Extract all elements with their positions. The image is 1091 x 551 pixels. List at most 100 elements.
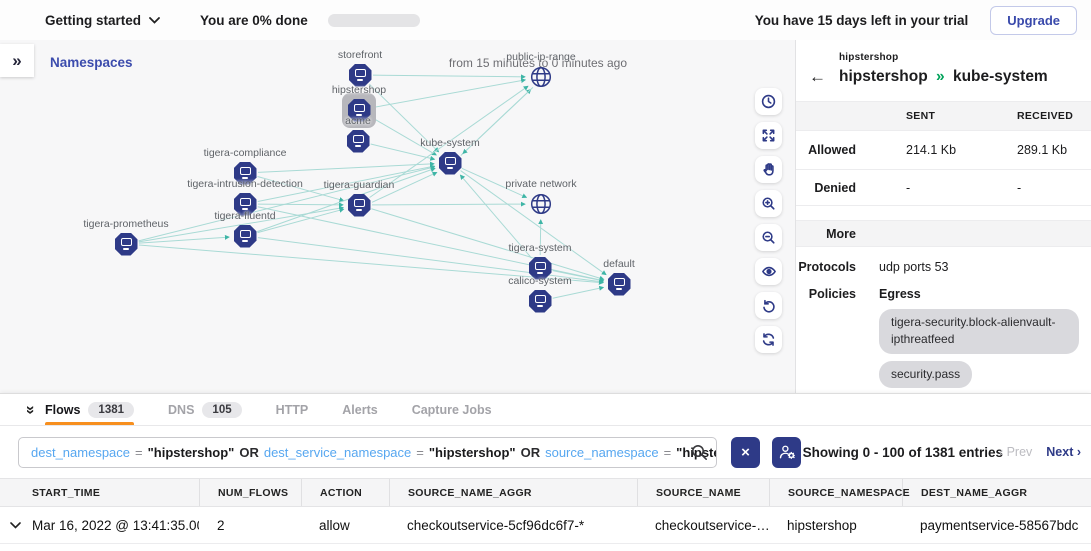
flows-table-body: Mar 16, 2022 @ 13:41:35.000 2 allow checkou… [0, 507, 1091, 544]
undo-button[interactable] [755, 292, 782, 319]
graph-node-hipstershop[interactable] [347, 98, 371, 122]
protocols-value: udp ports 53 [879, 260, 949, 274]
namespace-icon [444, 157, 456, 166]
cell-start_time: Mar 16, 2022 @ 13:41:35.000 [32, 517, 199, 533]
allowed-sent-value: 214.1 Kb [906, 143, 957, 157]
table-row[interactable]: Mar 16, 2022 @ 13:41:35.000 2 allow checkou… [0, 507, 1091, 544]
egress-label: Egress [879, 287, 921, 301]
column-header-source_namespace[interactable]: SOURCE_NAMESPACE [769, 479, 910, 506]
column-header-start_time[interactable]: START_TIME [32, 486, 101, 499]
progress-label: You are 0% done [200, 12, 308, 28]
query-token-op: = [135, 444, 143, 460]
back-arrow-icon[interactable]: ← [809, 67, 826, 86]
graph-node-calico-system[interactable] [528, 289, 552, 313]
policy-tag-list: tigera-security.block-alienvault-ipthrea… [879, 309, 1091, 393]
prev-page-button[interactable]: ‹ Prev [998, 445, 1033, 459]
graph-time-range: from 15 minutes to 0 minutes ago [448, 56, 627, 70]
details-breadcrumb: hipstershop [839, 52, 899, 63]
pan-button[interactable] [755, 156, 782, 183]
eye-icon [761, 266, 776, 277]
zoom-in-button[interactable] [755, 190, 782, 217]
query-token-field: source_namespace [545, 444, 659, 460]
zoom-out-button[interactable] [755, 224, 782, 251]
graph-edge [461, 167, 528, 198]
user-settings-button[interactable] [772, 436, 801, 468]
graph-node-tigera-compliance[interactable] [233, 161, 257, 185]
column-header-source_name_aggr[interactable]: SOURCE_NAME_AGGR [389, 479, 637, 506]
column-header-dest_name_aggr[interactable]: DEST_NAME_AGGR [902, 479, 1091, 506]
policy-tag[interactable]: security.pass [879, 360, 973, 389]
collapse-panel-icon[interactable]: » [22, 400, 39, 420]
graph-node-tigera-prometheus[interactable] [114, 232, 138, 256]
tab-count-badge: 1381 [88, 401, 135, 418]
policies-label: Policies [808, 287, 856, 301]
graph-node-tigera-guardian[interactable] [347, 193, 371, 217]
refresh-button[interactable] [755, 326, 782, 353]
graph-node-kube-system[interactable] [438, 151, 462, 175]
graph-node-storefront[interactable] [348, 63, 372, 87]
upgrade-button[interactable]: Upgrade [990, 5, 1077, 35]
namespace-icon [353, 199, 365, 208]
details-title-source: hipstershop [839, 68, 928, 85]
tab-label: Capture Jobs [411, 402, 492, 417]
history-icon [761, 94, 776, 109]
expand-row-icon[interactable] [9, 521, 21, 529]
globe-icon [530, 66, 552, 88]
column-header-num_flows[interactable]: NUM_FLOWS [199, 479, 301, 506]
graph-node-private-network[interactable] [528, 191, 554, 222]
protocols-row: Protocols udp ports 53 [796, 260, 1091, 274]
edge-details-panel: hipstershop ← hipstershop » kube-system … [795, 40, 1091, 393]
graph-node-public-ip-range[interactable] [528, 64, 554, 95]
namespace-icon [239, 230, 251, 239]
graph-edge [459, 174, 532, 259]
tab-label: Alerts [342, 402, 378, 417]
column-header-action[interactable]: ACTION [301, 479, 389, 506]
top-bar: Getting started You are 0% done You have… [0, 0, 1091, 40]
getting-started-menu[interactable]: Getting started [45, 13, 160, 28]
denied-sent-value: - [906, 180, 911, 195]
expand-sidebar-button[interactable]: » [0, 44, 34, 77]
next-page-button[interactable]: Next › [1046, 445, 1081, 459]
graph-edge [462, 87, 534, 155]
graph-node-default[interactable] [607, 272, 631, 296]
graph-node-tigera-system[interactable] [528, 256, 552, 280]
tab-capture-jobs[interactable]: Capture Jobs [412, 394, 492, 425]
graph-title: Namespaces [50, 55, 133, 70]
fit-screen-button[interactable] [755, 122, 782, 149]
query-token-op: = [663, 444, 672, 460]
column-header-source_name[interactable]: SOURCE_NAME [637, 479, 769, 506]
graph-node-tigera-fluentd[interactable] [233, 224, 257, 248]
graph-node-tigera-intrusion-detection[interactable] [233, 192, 257, 216]
tab-http[interactable]: HTTP [276, 394, 309, 425]
history-button[interactable] [755, 88, 782, 115]
user-gear-icon [779, 445, 795, 459]
tab-label: HTTP [275, 402, 309, 417]
tab-label: DNS [168, 402, 195, 417]
namespace-icon [534, 262, 546, 271]
namespace-icon [353, 104, 365, 113]
graph-edge [257, 164, 436, 202]
graph-edge [369, 85, 529, 198]
stats-header-received: RECEIVED [1017, 110, 1074, 122]
graph-edge [552, 270, 605, 283]
policy-tag[interactable]: tigera-security.block-alienvault-ipthrea… [879, 309, 1079, 354]
graph-edge [257, 176, 345, 202]
clear-search-button[interactable]: × [731, 436, 760, 468]
tab-alerts[interactable]: Alerts [342, 394, 377, 425]
visibility-button[interactable] [755, 258, 782, 285]
query-token-kw: OR [520, 444, 541, 460]
graph-edge [368, 83, 440, 153]
cell-action: allow [319, 517, 350, 533]
graph-edge [257, 237, 604, 284]
cell-num_flows: 2 [217, 517, 225, 533]
cell-source_name: checkoutservice-… [655, 517, 769, 533]
namespace-icon [352, 135, 364, 144]
graph-node-acme[interactable] [346, 129, 370, 153]
